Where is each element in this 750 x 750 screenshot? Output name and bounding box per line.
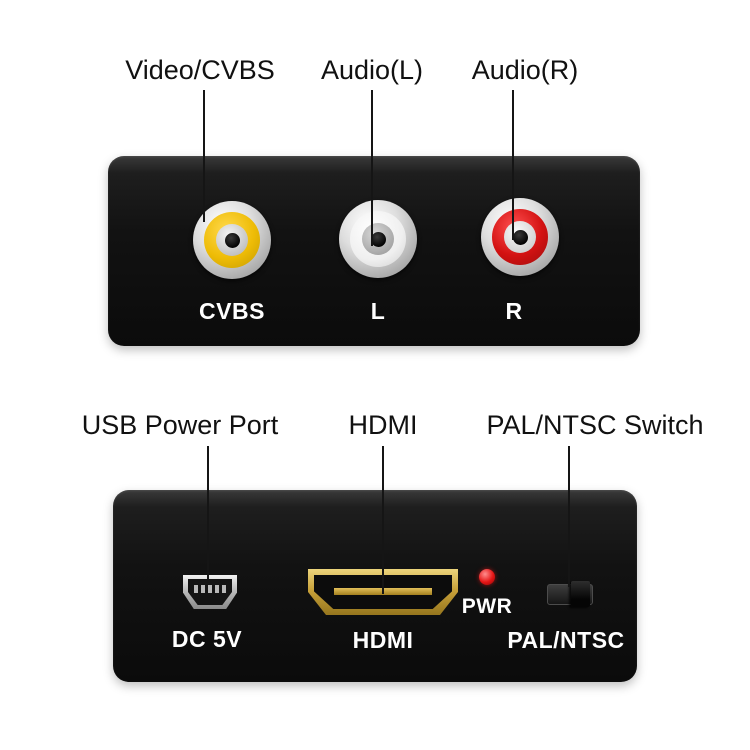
callout-label-pal-ntsc-switch: PAL/NTSC Switch <box>486 410 704 440</box>
callout-line-pal-ntsc <box>568 446 570 587</box>
rca-jack-audio-l-hole <box>370 231 386 247</box>
power-led <box>479 569 495 585</box>
port-label-dc5v: DC 5V <box>171 626 243 652</box>
callout-label-audio-l: Audio(L) <box>320 55 424 85</box>
rca-jack-audio-l-ring <box>350 211 406 267</box>
mini-usb-port-opening <box>188 579 232 605</box>
callout-line-audio-l <box>371 90 373 246</box>
port-label-hdmi: HDMI <box>352 627 414 653</box>
callout-line-usb-power <box>207 446 209 580</box>
callout-line-video-cvbs <box>203 90 205 222</box>
rca-jack-video-hole <box>224 232 240 248</box>
port-label-cvbs: CVBS <box>199 298 265 324</box>
usb-pin <box>222 585 226 593</box>
callout-label-video-cvbs: Video/CVBS <box>125 55 275 85</box>
usb-pin <box>208 585 212 593</box>
rca-jack-audio-l-collar <box>362 223 394 255</box>
port-label-pwr: PWR <box>461 595 513 618</box>
rca-jack-audio-r-ring <box>492 209 548 265</box>
callout-label-hdmi: HDMI <box>348 410 418 440</box>
callout-label-audio-r: Audio(R) <box>471 55 579 85</box>
callout-line-hdmi <box>382 446 384 594</box>
rca-jack-audio-r-hole <box>512 229 528 245</box>
rca-jack-video-collar <box>216 224 248 256</box>
rca-jack-audio-r <box>481 198 559 276</box>
rca-jack-video-ring <box>204 212 260 268</box>
pal-ntsc-switch-knob <box>571 581 590 607</box>
usb-pin <box>194 585 198 593</box>
usb-pin <box>215 585 219 593</box>
pal-ntsc-switch <box>547 581 593 607</box>
port-label-pal-ntsc: PAL/NTSC <box>507 627 625 653</box>
usb-pin <box>201 585 205 593</box>
port-label-r: R <box>505 298 523 324</box>
callout-label-usb-power: USB Power Port <box>81 410 279 440</box>
rca-jack-audio-l <box>339 200 417 278</box>
mini-usb-port <box>183 575 237 609</box>
port-label-l: L <box>370 298 386 324</box>
callout-line-audio-r <box>512 90 514 240</box>
rca-jack-video <box>193 201 271 279</box>
rca-jack-audio-r-collar <box>504 221 536 253</box>
